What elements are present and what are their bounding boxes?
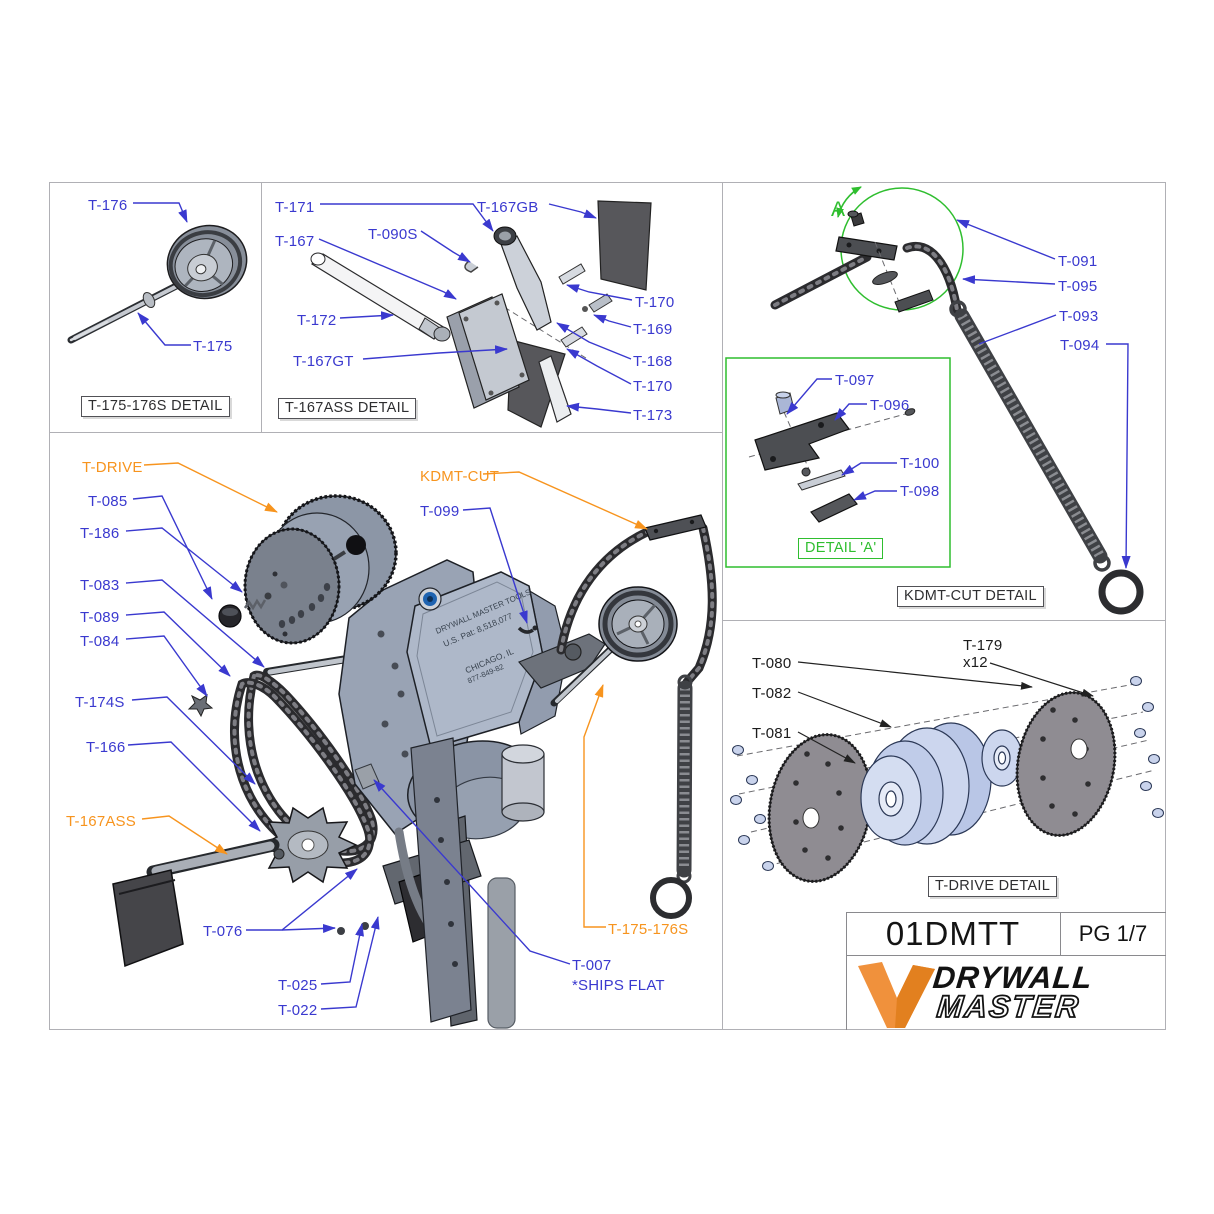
part-label-t096: T-096 [870, 397, 910, 414]
part-label-t167gb: T-167GB [477, 199, 539, 216]
detail-a-cutter-bar [754, 412, 850, 471]
part-label-t090s: T-090S [368, 226, 418, 243]
part-label-t080: T-080 [752, 655, 792, 672]
part-label-t025: T-025 [278, 977, 318, 994]
ring-main [650, 877, 692, 919]
frame-plate-t007 [410, 737, 472, 1023]
part-label-t186: T-186 [80, 525, 120, 542]
main-assembly-illustration: DRYWALL MASTER TOOLS U.S. Pat: 8,518,077… [112, 462, 717, 1029]
part-label-t099: T-099 [420, 503, 460, 520]
part-label-t170a: T-170 [635, 294, 675, 311]
part-label-t085: T-085 [88, 493, 128, 510]
part-label-t176: T-176 [88, 197, 128, 214]
part-label-t167: T-167 [275, 233, 315, 250]
kdmt-cut-illustration: A [725, 186, 1144, 615]
screws-t179 [730, 676, 1164, 871]
disc-right [1015, 691, 1117, 837]
part-label-t167gt: T-167GT [293, 353, 354, 370]
small-sprocket-t084 [187, 693, 214, 718]
handle-pad [112, 869, 184, 968]
part-label-t-drive: T-DRIVE [82, 459, 143, 476]
part-label-t170b: T-170 [633, 378, 673, 395]
brand-logo-master: MASTER [934, 988, 1082, 1025]
part-label-t100: T-100 [900, 455, 940, 472]
detail-a-arrow [836, 186, 862, 218]
t167ass-illustration [310, 200, 652, 428]
part-label-t076: T-076 [203, 923, 243, 940]
detail-a-box [725, 357, 951, 568]
part-label-t172: T-172 [297, 312, 337, 329]
title-block-part-code: 01DMTT [885, 914, 1021, 952]
title-block-page-number: PG 1/7 [1078, 920, 1148, 946]
pulley-main-t175-176s [598, 586, 678, 662]
t-drive-detail-illustration [730, 661, 1164, 883]
part-label-t097: T-097 [835, 372, 875, 389]
part-label-t007-code: T-007 [572, 957, 612, 974]
part-label-t095: T-095 [1058, 278, 1098, 295]
part-label-t093: T-093 [1059, 308, 1099, 325]
body-engraved-face [406, 571, 544, 749]
part-label-t084: T-084 [80, 633, 120, 650]
part-label-t175: T-175 [193, 338, 233, 355]
part-label-t083: T-083 [80, 577, 120, 594]
part-label-t179: T-179 [963, 637, 1003, 654]
cutter-bar-main [644, 514, 707, 541]
pin-t170b [560, 326, 588, 348]
pulley-stack [860, 722, 1023, 846]
part-label-t171: T-171 [275, 199, 315, 216]
part-label-t091: T-091 [1058, 253, 1098, 270]
part-label-t007: T-007 *SHIPS FLAT [572, 956, 665, 995]
part-label-t098: T-098 [900, 483, 940, 500]
post [487, 877, 516, 1029]
bracket-arm [500, 235, 552, 331]
part-label-t082: T-082 [752, 685, 792, 702]
part-label-t167ass: T-167ASS [66, 813, 136, 830]
blade-t100 [797, 469, 846, 491]
detail-a-title: DETAIL 'A' [798, 538, 884, 559]
panel-title-kdmt-cut: KDMT-CUT DETAIL [897, 586, 1044, 607]
panel-borders [49, 182, 1166, 1030]
pulley-t176 [166, 224, 248, 300]
part-t099 [517, 626, 535, 634]
panel-title-t167ass: T-167ASS DETAIL [278, 398, 417, 419]
pin-t170a [558, 263, 586, 285]
screw-t076 [337, 927, 345, 935]
drawing-area: A [49, 182, 1166, 1030]
drum-knob [346, 535, 366, 555]
plate-front [458, 293, 530, 401]
pin-t169 [588, 293, 613, 313]
logo-v-icon [858, 962, 935, 1028]
part-label-t179-qty: x12 [963, 654, 988, 671]
part-label-t094: T-094 [1060, 337, 1100, 354]
detail-a-marker: A [831, 198, 845, 221]
cutter-bar [835, 236, 898, 261]
part-label-t166: T-166 [86, 739, 126, 756]
part-label-t022: T-022 [278, 1002, 318, 1019]
part-label-t173: T-173 [633, 407, 673, 424]
part-label-t081: T-081 [752, 725, 792, 742]
diagram-geometry: A [49, 182, 1166, 1030]
blade-t173 [538, 355, 572, 423]
part-label-t007-note: *SHIPS FLAT [572, 976, 665, 994]
part-label-t169: T-169 [633, 321, 673, 338]
part-label-t168: T-168 [633, 353, 673, 370]
part-label-t174s: T-174S [75, 694, 125, 711]
ring-t094 [1098, 569, 1144, 615]
part-label-t089: T-089 [80, 609, 120, 626]
linkage-arm [518, 633, 606, 689]
cylinder [501, 802, 545, 822]
grip-tape-t167gb [597, 200, 652, 291]
bar-t098 [810, 493, 858, 523]
panel-title-t175-176s: T-175-176S DETAIL [81, 396, 230, 417]
handle-tube-t167ass [151, 841, 275, 876]
t175-176s-illustration [67, 202, 248, 346]
cotter-t090s [464, 260, 479, 273]
part-label-t175-176s: T-175-176S [608, 921, 689, 938]
part-label-kdmt-cut: KDMT-CUT [420, 468, 500, 485]
panel-title-t-drive: T-DRIVE DETAIL [928, 876, 1058, 897]
